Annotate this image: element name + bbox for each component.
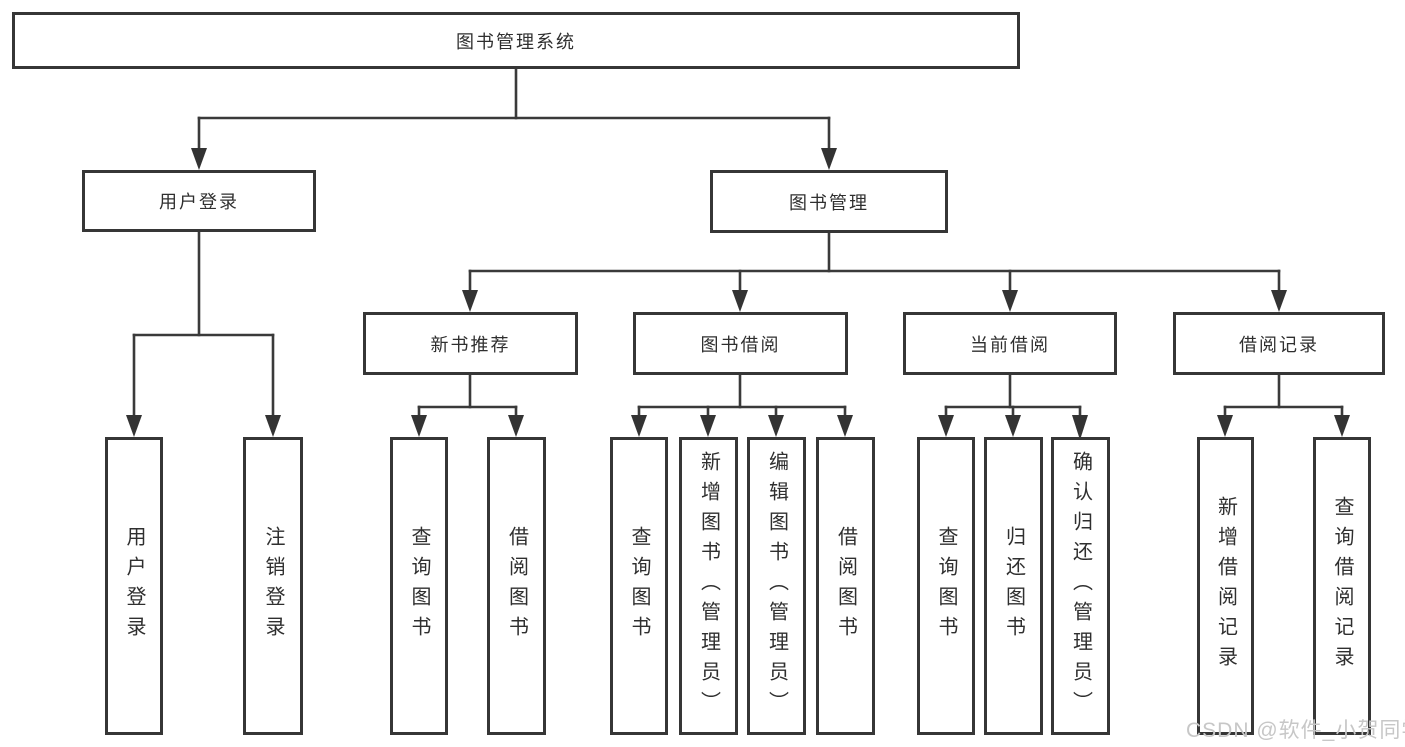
leaf-query-books-recommend: 查询图书 bbox=[390, 437, 448, 735]
leaf-query-books-current: 查询图书 bbox=[917, 437, 975, 735]
branch-book-borrowing bbox=[631, 373, 853, 437]
leaf-add-borrow-record: 新增借阅记录 bbox=[1197, 437, 1254, 735]
branch-new-book-recommend bbox=[411, 373, 524, 437]
branch-root bbox=[191, 67, 837, 170]
leaf-user-login: 用户登录 bbox=[105, 437, 163, 735]
leaf-borrow-books-borrowing: 借阅图书 bbox=[816, 437, 875, 735]
csdn-watermark: CSDN @软件_小贺同学 bbox=[1186, 719, 1405, 742]
branch-user-login bbox=[126, 230, 281, 437]
leaf-borrow-books-recommend: 借阅图书 bbox=[487, 437, 546, 735]
node-root-system: 图书管理系统 bbox=[12, 12, 1020, 69]
leaf-add-book-admin: 新增图书（管理员） bbox=[679, 437, 738, 735]
node-new-book-recommend: 新书推荐 bbox=[363, 312, 578, 375]
branch-borrow-records bbox=[1217, 373, 1350, 437]
node-borrow-records: 借阅记录 bbox=[1173, 312, 1385, 375]
leaf-logout: 注销登录 bbox=[243, 437, 303, 735]
leaf-query-borrow-record: 查询借阅记录 bbox=[1313, 437, 1371, 735]
node-book-management: 图书管理 bbox=[710, 170, 948, 233]
leaf-confirm-return-admin: 确认归还（管理员） bbox=[1051, 437, 1110, 735]
branch-book-management bbox=[462, 231, 1287, 312]
branch-current-borrowing bbox=[938, 373, 1088, 440]
leaf-edit-book-admin: 编辑图书（管理员） bbox=[747, 437, 806, 735]
node-current-borrowing: 当前借阅 bbox=[903, 312, 1117, 375]
leaf-return-books: 归还图书 bbox=[984, 437, 1043, 735]
leaf-query-books-borrowing: 查询图书 bbox=[610, 437, 668, 735]
node-book-borrowing: 图书借阅 bbox=[633, 312, 848, 375]
node-user-login: 用户登录 bbox=[82, 170, 316, 232]
